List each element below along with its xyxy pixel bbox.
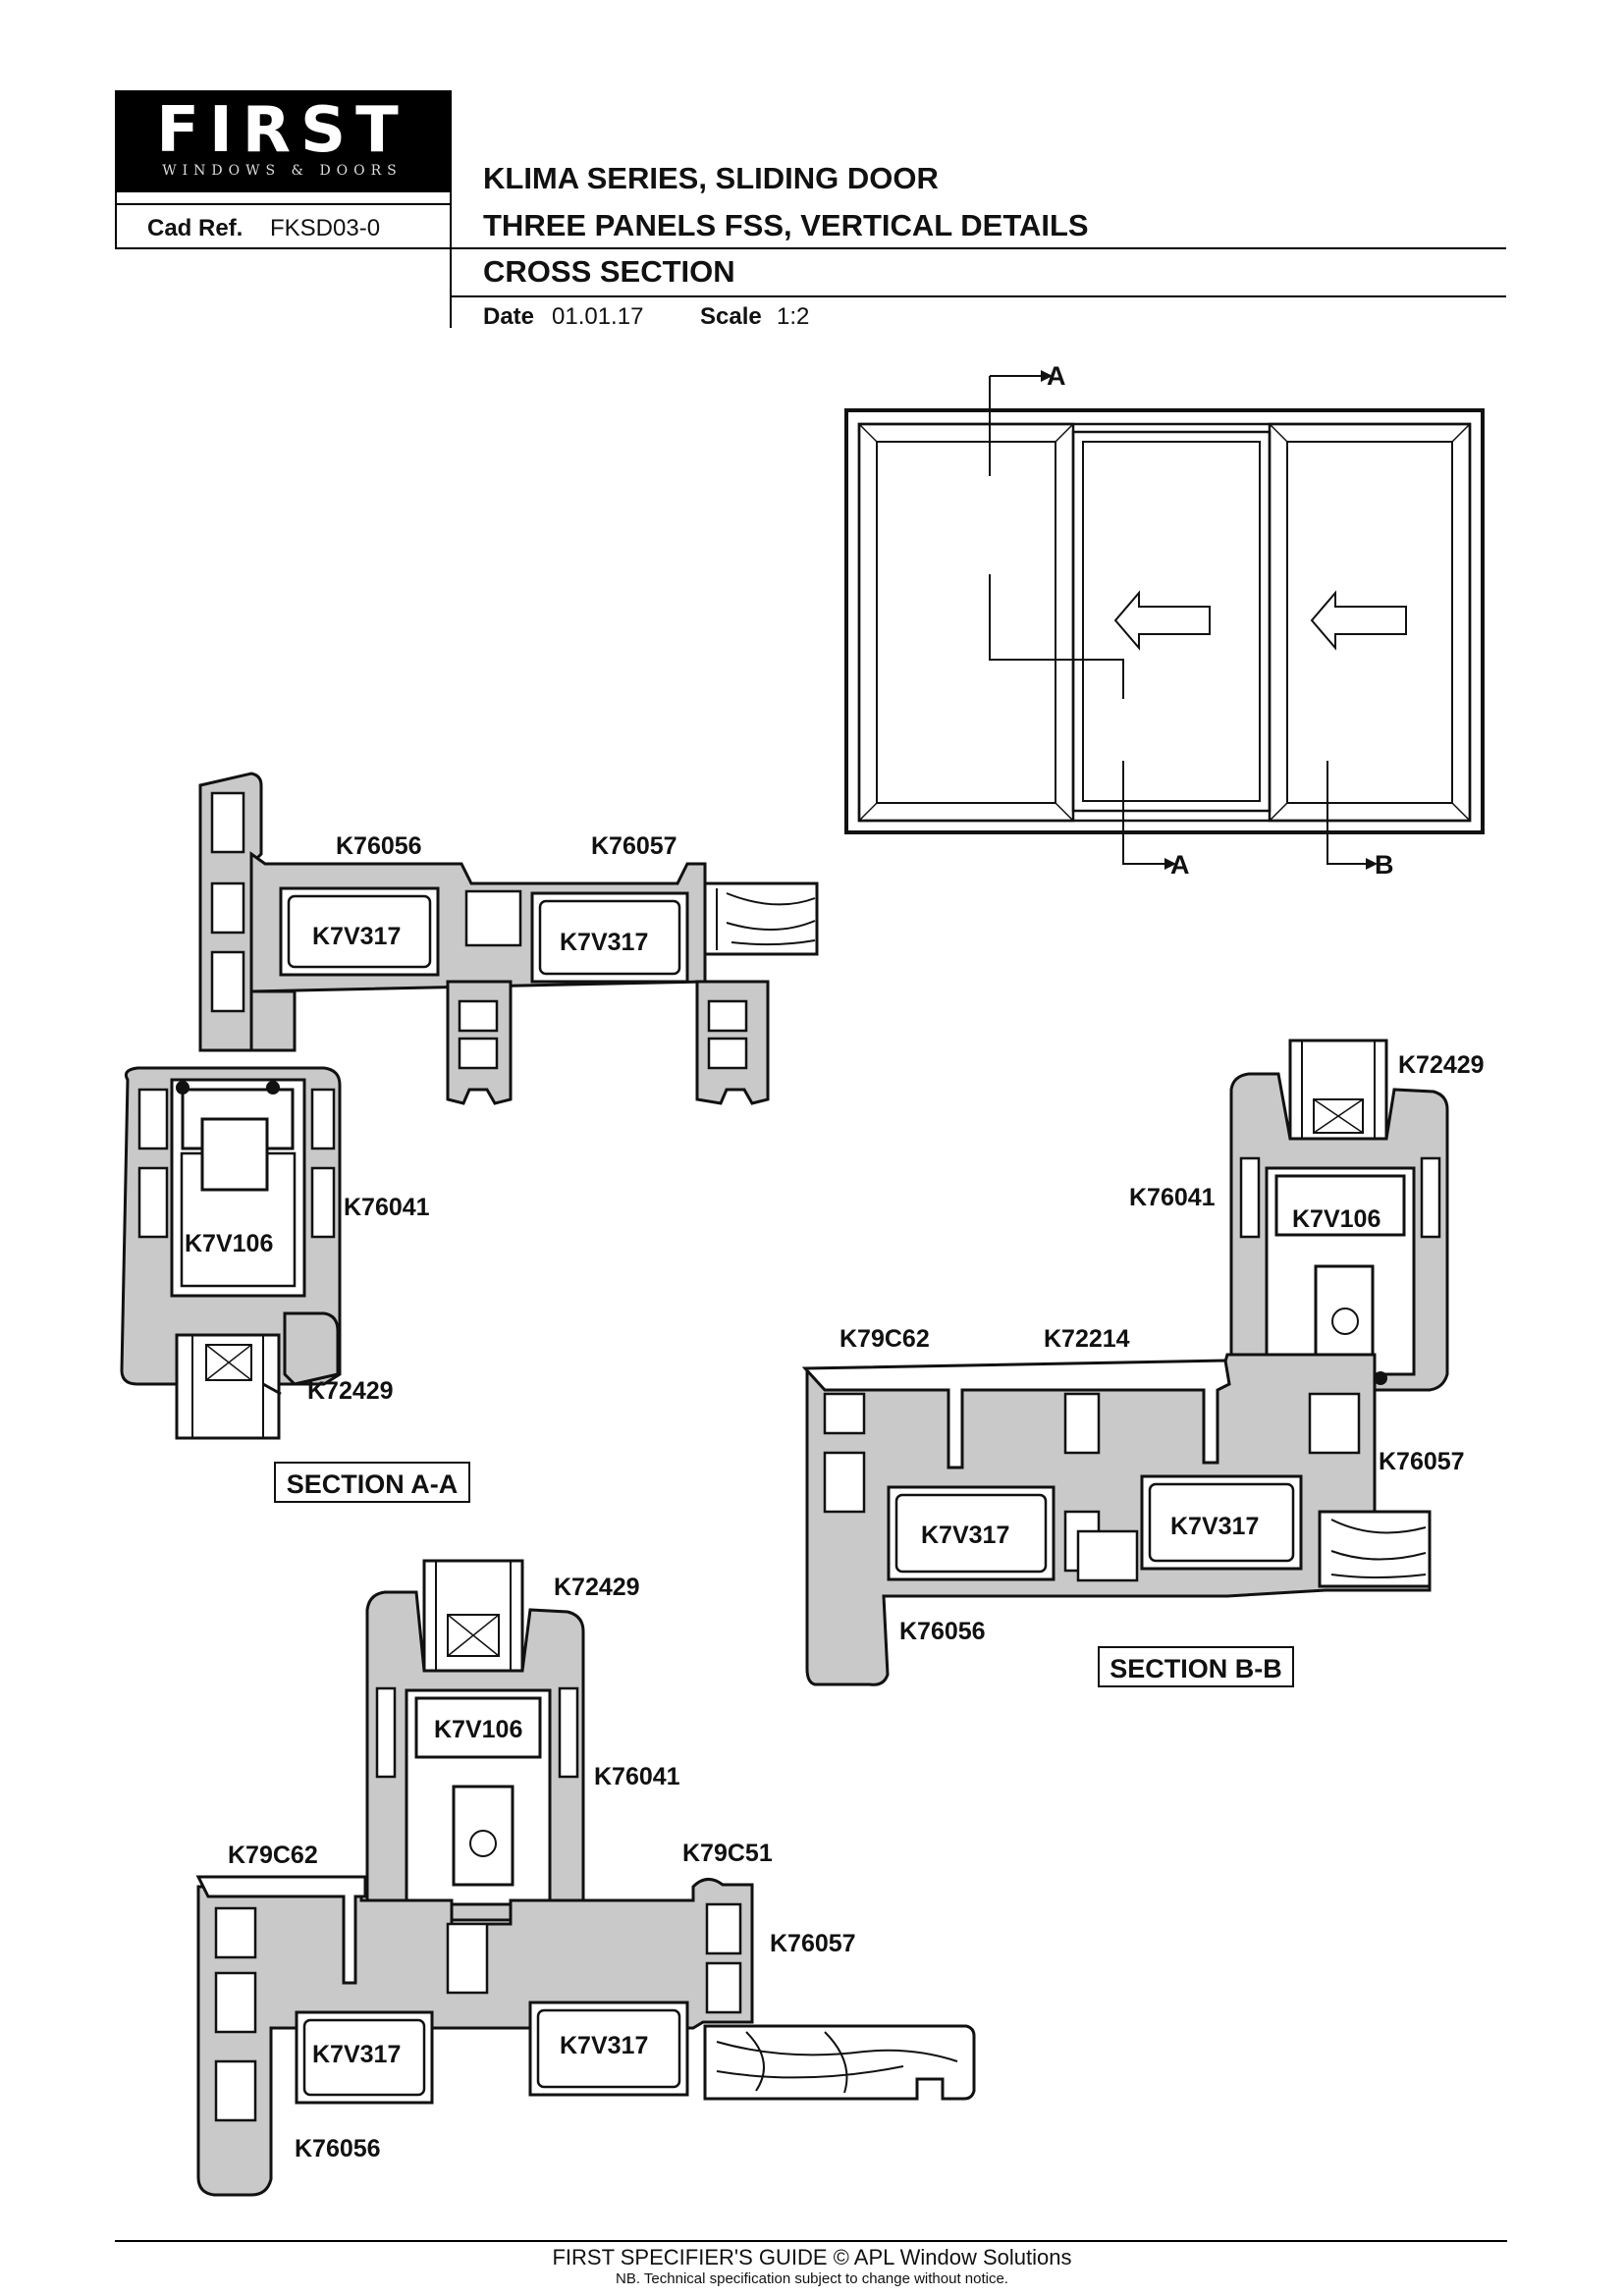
section-marker-a-top: A <box>1047 361 1066 391</box>
section-c-detail: K72429 K7V106 K76041 K79C62 K79C51 K7605… <box>195 1559 976 2197</box>
scale-label: Scale <box>700 303 762 330</box>
section-bb-detail: K72429 K76041 K7V106 K79C62 K72214 K7605… <box>801 1039 1485 1686</box>
label-k7v317: K7V317 <box>312 923 401 950</box>
section-aa-title: SECTION A-A <box>274 1462 470 1503</box>
label-k7v317: K7V317 <box>560 929 648 956</box>
date-label: Date <box>483 303 535 330</box>
slide-arrow-icon <box>1310 590 1407 651</box>
label-k72429: K72429 <box>554 1574 640 1601</box>
label-k7v317: K7V317 <box>560 2032 648 2059</box>
title-block-border <box>115 90 117 249</box>
title-block-rule <box>115 203 450 205</box>
label-k79c51: K79C51 <box>682 1840 773 1867</box>
cad-ref-label: Cad Ref. <box>147 215 244 241</box>
label-k76056: K76056 <box>899 1618 986 1645</box>
label-k72214: K72214 <box>1044 1325 1130 1353</box>
footer-line-2: NB. Technical specification subject to c… <box>616 2270 1008 2287</box>
label-k76057: K76057 <box>1379 1448 1465 1475</box>
section-bb-title: SECTION B-B <box>1098 1646 1294 1687</box>
label-k7v106: K7V106 <box>1292 1205 1380 1233</box>
title-block-rule <box>450 247 1506 249</box>
footer-rule <box>115 2240 1507 2242</box>
label-k7v317: K7V317 <box>312 2041 401 2068</box>
section-marker-b: B <box>1375 850 1394 880</box>
label-k7v317: K7V317 <box>921 1522 1009 1549</box>
logo-wordmark: FIRST <box>156 94 408 167</box>
label-k76056: K76056 <box>295 2135 381 2163</box>
title-block-divider <box>450 90 452 328</box>
scale-value: 1:2 <box>777 303 810 330</box>
title-line-3: CROSS SECTION <box>483 254 735 289</box>
cad-ref-value: FKSD03-0 <box>270 215 381 241</box>
label-k79c62: K79C62 <box>228 1842 318 1869</box>
label-k76041: K76041 <box>594 1763 680 1790</box>
label-k7v106: K7V106 <box>185 1230 273 1257</box>
title-line-1: KLIMA SERIES, SLIDING DOOR <box>483 161 939 195</box>
date-value: 01.01.17 <box>552 303 644 330</box>
label-k76057: K76057 <box>591 832 677 860</box>
title-block-rule <box>450 295 1506 297</box>
footer-line-1: FIRST SPECIFIER'S GUIDE © APL Window Sol… <box>552 2245 1072 2269</box>
title-line-2: THREE PANELS FSS, VERTICAL DETAILS <box>483 208 1089 242</box>
label-k79c62: K79C62 <box>839 1325 930 1353</box>
label-k7v106: K7V106 <box>434 1716 522 1743</box>
label-k72429: K72429 <box>1398 1051 1485 1079</box>
slide-arrow-icon <box>1113 590 1211 651</box>
logo-subtitle: WINDOWS & DOORS <box>162 163 403 179</box>
label-k72429: K72429 <box>307 1377 394 1405</box>
brand-logo: FIRST WINDOWS & DOORS <box>115 90 450 192</box>
label-k7v317: K7V317 <box>1170 1513 1259 1540</box>
label-k76041: K76041 <box>344 1194 430 1221</box>
label-k76041: K76041 <box>1129 1184 1216 1211</box>
section-aa-detail: K76056 K76057 K7V317 K7V317 K76041 K7V10… <box>120 772 819 1440</box>
label-k76057: K76057 <box>770 1930 856 1957</box>
title-block-rule <box>115 247 450 249</box>
label-k76056: K76056 <box>336 832 422 860</box>
section-marker-a-bottom: A <box>1170 850 1190 880</box>
door-elevation: A A B <box>844 361 1485 880</box>
